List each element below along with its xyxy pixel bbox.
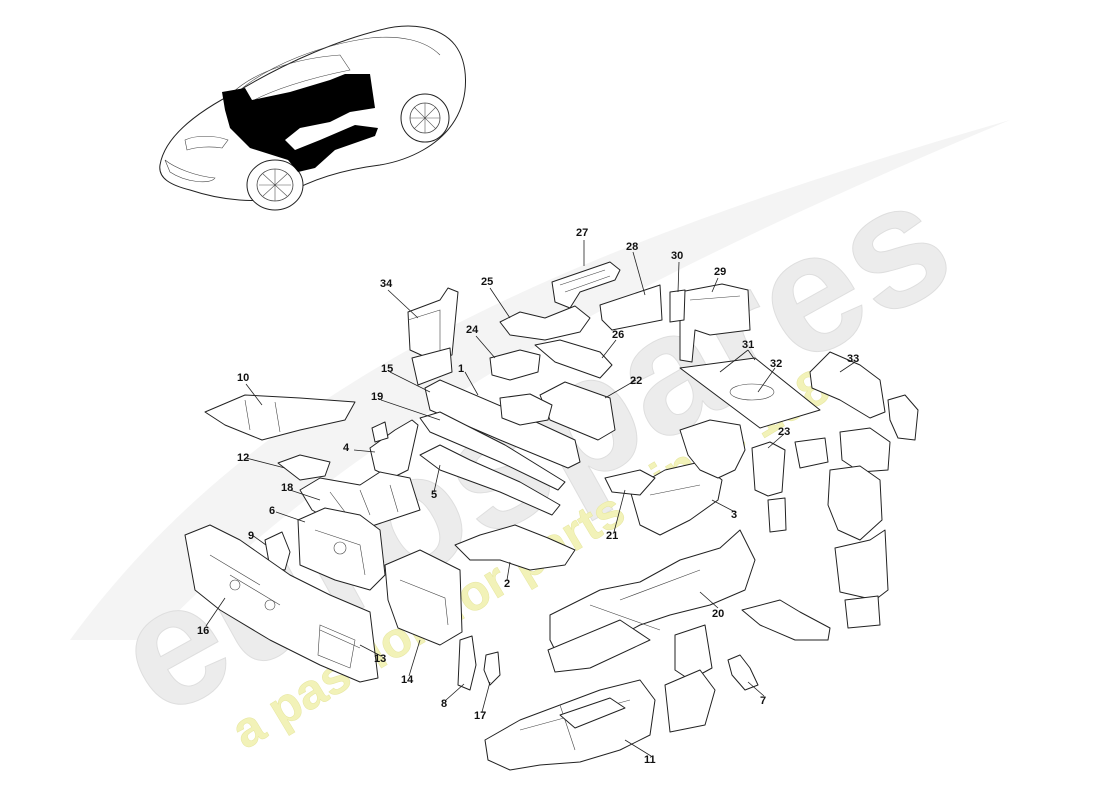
callout-15: 15 [381,363,393,375]
callout-29: 29 [714,266,726,278]
part-2 [454,524,576,571]
part-floor-right [741,599,831,641]
callout-33: 33 [847,353,859,365]
callout-26: 26 [612,329,624,341]
callout-6: 6 [269,505,275,517]
callout-32: 32 [770,358,782,370]
part-20 [547,529,756,673]
callout-24: 24 [466,324,479,336]
part-6 [297,507,386,591]
leader-lines [205,240,856,757]
callout-9: 9 [248,530,254,542]
car-headlight [184,135,229,151]
part-33 [809,351,919,441]
callout-25: 25 [481,276,493,288]
part-25 [499,305,591,341]
callout-22: 22 [630,375,642,387]
part-right-column [827,427,891,629]
part-10 [204,394,356,441]
callout-18: 18 [281,482,293,494]
callout-3: 3 [731,509,737,521]
car-front-wheel [246,159,304,211]
callout-labels: 34 27 28 30 29 25 24 26 22 31 32 33 1 15… [197,227,859,766]
part-34 [407,287,459,386]
callout-4: 4 [343,442,350,454]
part-27 [551,261,621,309]
car-insulation-highlight [222,74,378,172]
callout-16: 16 [197,625,209,637]
car-illustration [159,25,466,211]
part-4 [369,419,419,479]
part-12 [277,454,331,481]
callout-8: 8 [441,698,447,710]
car-grille [164,159,216,183]
part-31-32 [679,357,821,429]
callout-34: 34 [380,278,393,290]
part-28 [599,284,663,331]
callout-12: 12 [237,452,249,464]
callout-20: 20 [712,608,724,620]
callout-10: 10 [237,372,249,384]
part-26 [534,339,613,379]
callout-30: 30 [671,250,683,262]
callout-28: 28 [626,241,638,253]
car-rear-wheel [400,93,450,143]
callout-5: 5 [431,489,437,501]
part-24 [489,349,541,381]
part-7 [727,654,759,691]
callout-1: 1 [458,363,464,375]
callout-2: 2 [504,578,510,590]
part-11 [484,679,656,771]
part-29 [679,283,751,363]
watermark-swoosh [70,120,1010,640]
part-21 [604,469,656,496]
callout-31: 31 [742,339,754,351]
callout-21: 21 [606,530,618,542]
part-8 [457,635,477,691]
part-30 [669,289,686,323]
car-windscreen [229,54,351,106]
callout-19: 19 [371,391,383,403]
part-17 [483,651,501,686]
callout-17: 17 [474,710,486,722]
part-22 [539,381,616,441]
callout-27: 27 [576,227,588,239]
callout-13: 13 [374,653,386,665]
callout-14: 14 [401,674,414,686]
part-5 [419,444,561,516]
part-23 [679,419,829,533]
part-mid-tall [664,624,716,733]
part-1-15 [424,379,581,469]
callout-11: 11 [644,754,656,766]
part-16-13 [184,524,379,683]
part-14 [384,549,463,646]
parts [184,261,919,771]
callout-23: 23 [778,426,790,438]
callout-7: 7 [760,695,766,707]
part-19 [419,411,566,491]
